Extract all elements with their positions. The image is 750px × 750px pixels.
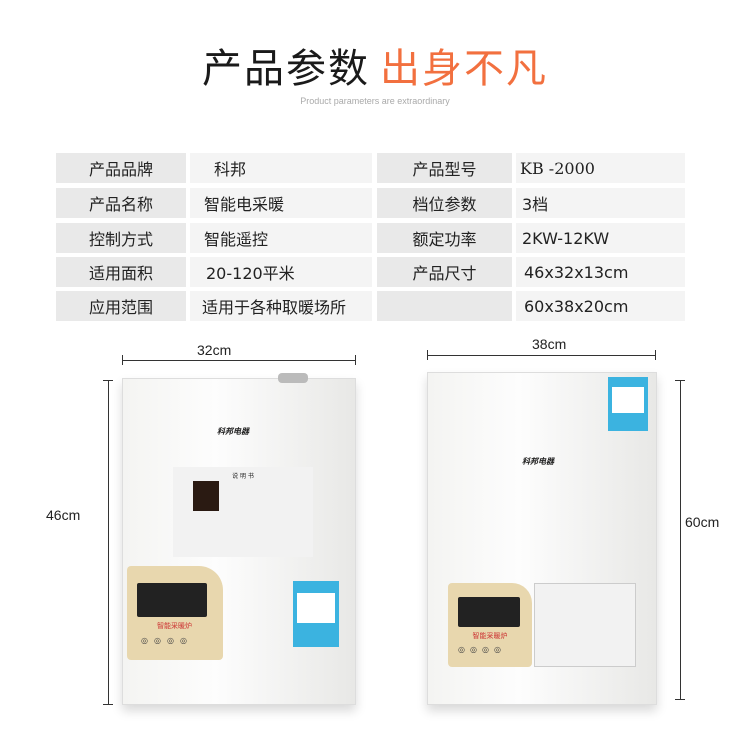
spec-label: 产品型号 xyxy=(377,153,512,183)
tick xyxy=(675,380,685,381)
page-title: 产品参数出身不凡 xyxy=(0,36,750,94)
spec-value: 适用于各种取暖场所 xyxy=(190,291,372,321)
control-panel: 智能采暖炉 ◎◎◎◎ xyxy=(448,583,532,667)
spec-value: KB -2000 xyxy=(516,153,685,183)
tick xyxy=(427,350,428,360)
spec-label: 产品尺寸 xyxy=(377,257,512,287)
manual-display-image xyxy=(193,481,219,511)
spec-value: 46x32x13cm xyxy=(516,257,685,287)
tick xyxy=(655,350,656,360)
lcd-screen xyxy=(137,583,207,617)
title-accent: 出身不凡 xyxy=(380,46,548,92)
tick xyxy=(355,355,356,365)
spec-value: 智能遥控 xyxy=(190,223,372,253)
spec-label: 适用面积 xyxy=(56,257,186,287)
lcd-screen xyxy=(458,597,520,627)
spec-label: 控制方式 xyxy=(56,223,186,253)
energy-label xyxy=(293,581,339,647)
spec-value: 2KW-12KW xyxy=(516,223,685,253)
height-label-1: 46cm xyxy=(46,505,81,525)
spec-label: 应用范围 xyxy=(56,291,186,321)
height-label-2: 60cm xyxy=(685,512,720,532)
instruction-sheet: 说 明 书 xyxy=(173,467,313,557)
tick xyxy=(103,704,113,705)
spec-value: 3档 xyxy=(516,188,685,218)
panel-buttons: ◎◎◎◎ xyxy=(458,645,506,654)
manual-title: 说 明 书 xyxy=(232,473,254,480)
spec-label-empty xyxy=(377,291,512,321)
energy-label-body xyxy=(297,593,335,623)
spec-value: 20-120平米 xyxy=(190,257,372,287)
energy-label xyxy=(608,377,648,431)
brand-logo: 科邦电器 xyxy=(522,457,554,466)
control-panel: 智能采暖炉 ◎◎◎◎ xyxy=(127,566,223,660)
title-main: 产品参数 xyxy=(202,46,370,92)
product-image-small-heater: 科邦电器 说 明 书 智能采暖炉 ◎◎◎◎ xyxy=(122,373,356,705)
width-label-2: 38cm xyxy=(532,336,567,352)
width-label-1: 32cm xyxy=(197,342,232,358)
width-line-1 xyxy=(122,360,356,361)
spec-value: 智能电采暖 xyxy=(190,188,372,218)
product-image-large-heater: 科邦电器 智能采暖炉 ◎◎◎◎ xyxy=(427,372,657,705)
brand-logo: 科邦电器 xyxy=(217,427,249,436)
subtitle: Product parameters are extraordinary xyxy=(300,96,450,106)
tick xyxy=(675,699,685,700)
panel-buttons: ◎◎◎◎ xyxy=(141,636,193,645)
width-line-2 xyxy=(427,355,656,356)
spec-label: 产品品牌 xyxy=(56,153,186,183)
spec-label: 产品名称 xyxy=(56,188,186,218)
energy-label-body xyxy=(612,387,644,413)
spec-label: 额定功率 xyxy=(377,223,512,253)
spec-value: 60x38x20cm xyxy=(516,291,685,321)
height-line-1 xyxy=(108,380,109,705)
tick xyxy=(122,355,123,365)
tick xyxy=(103,380,113,381)
panel-label: 智能采暖炉 xyxy=(157,622,192,630)
spec-value: 科邦 xyxy=(190,153,372,183)
panel-label: 智能采暖炉 xyxy=(472,632,508,640)
height-line-2 xyxy=(680,380,681,700)
spec-label: 档位参数 xyxy=(377,188,512,218)
top-fitting xyxy=(278,373,308,383)
warning-sheet xyxy=(534,583,636,667)
